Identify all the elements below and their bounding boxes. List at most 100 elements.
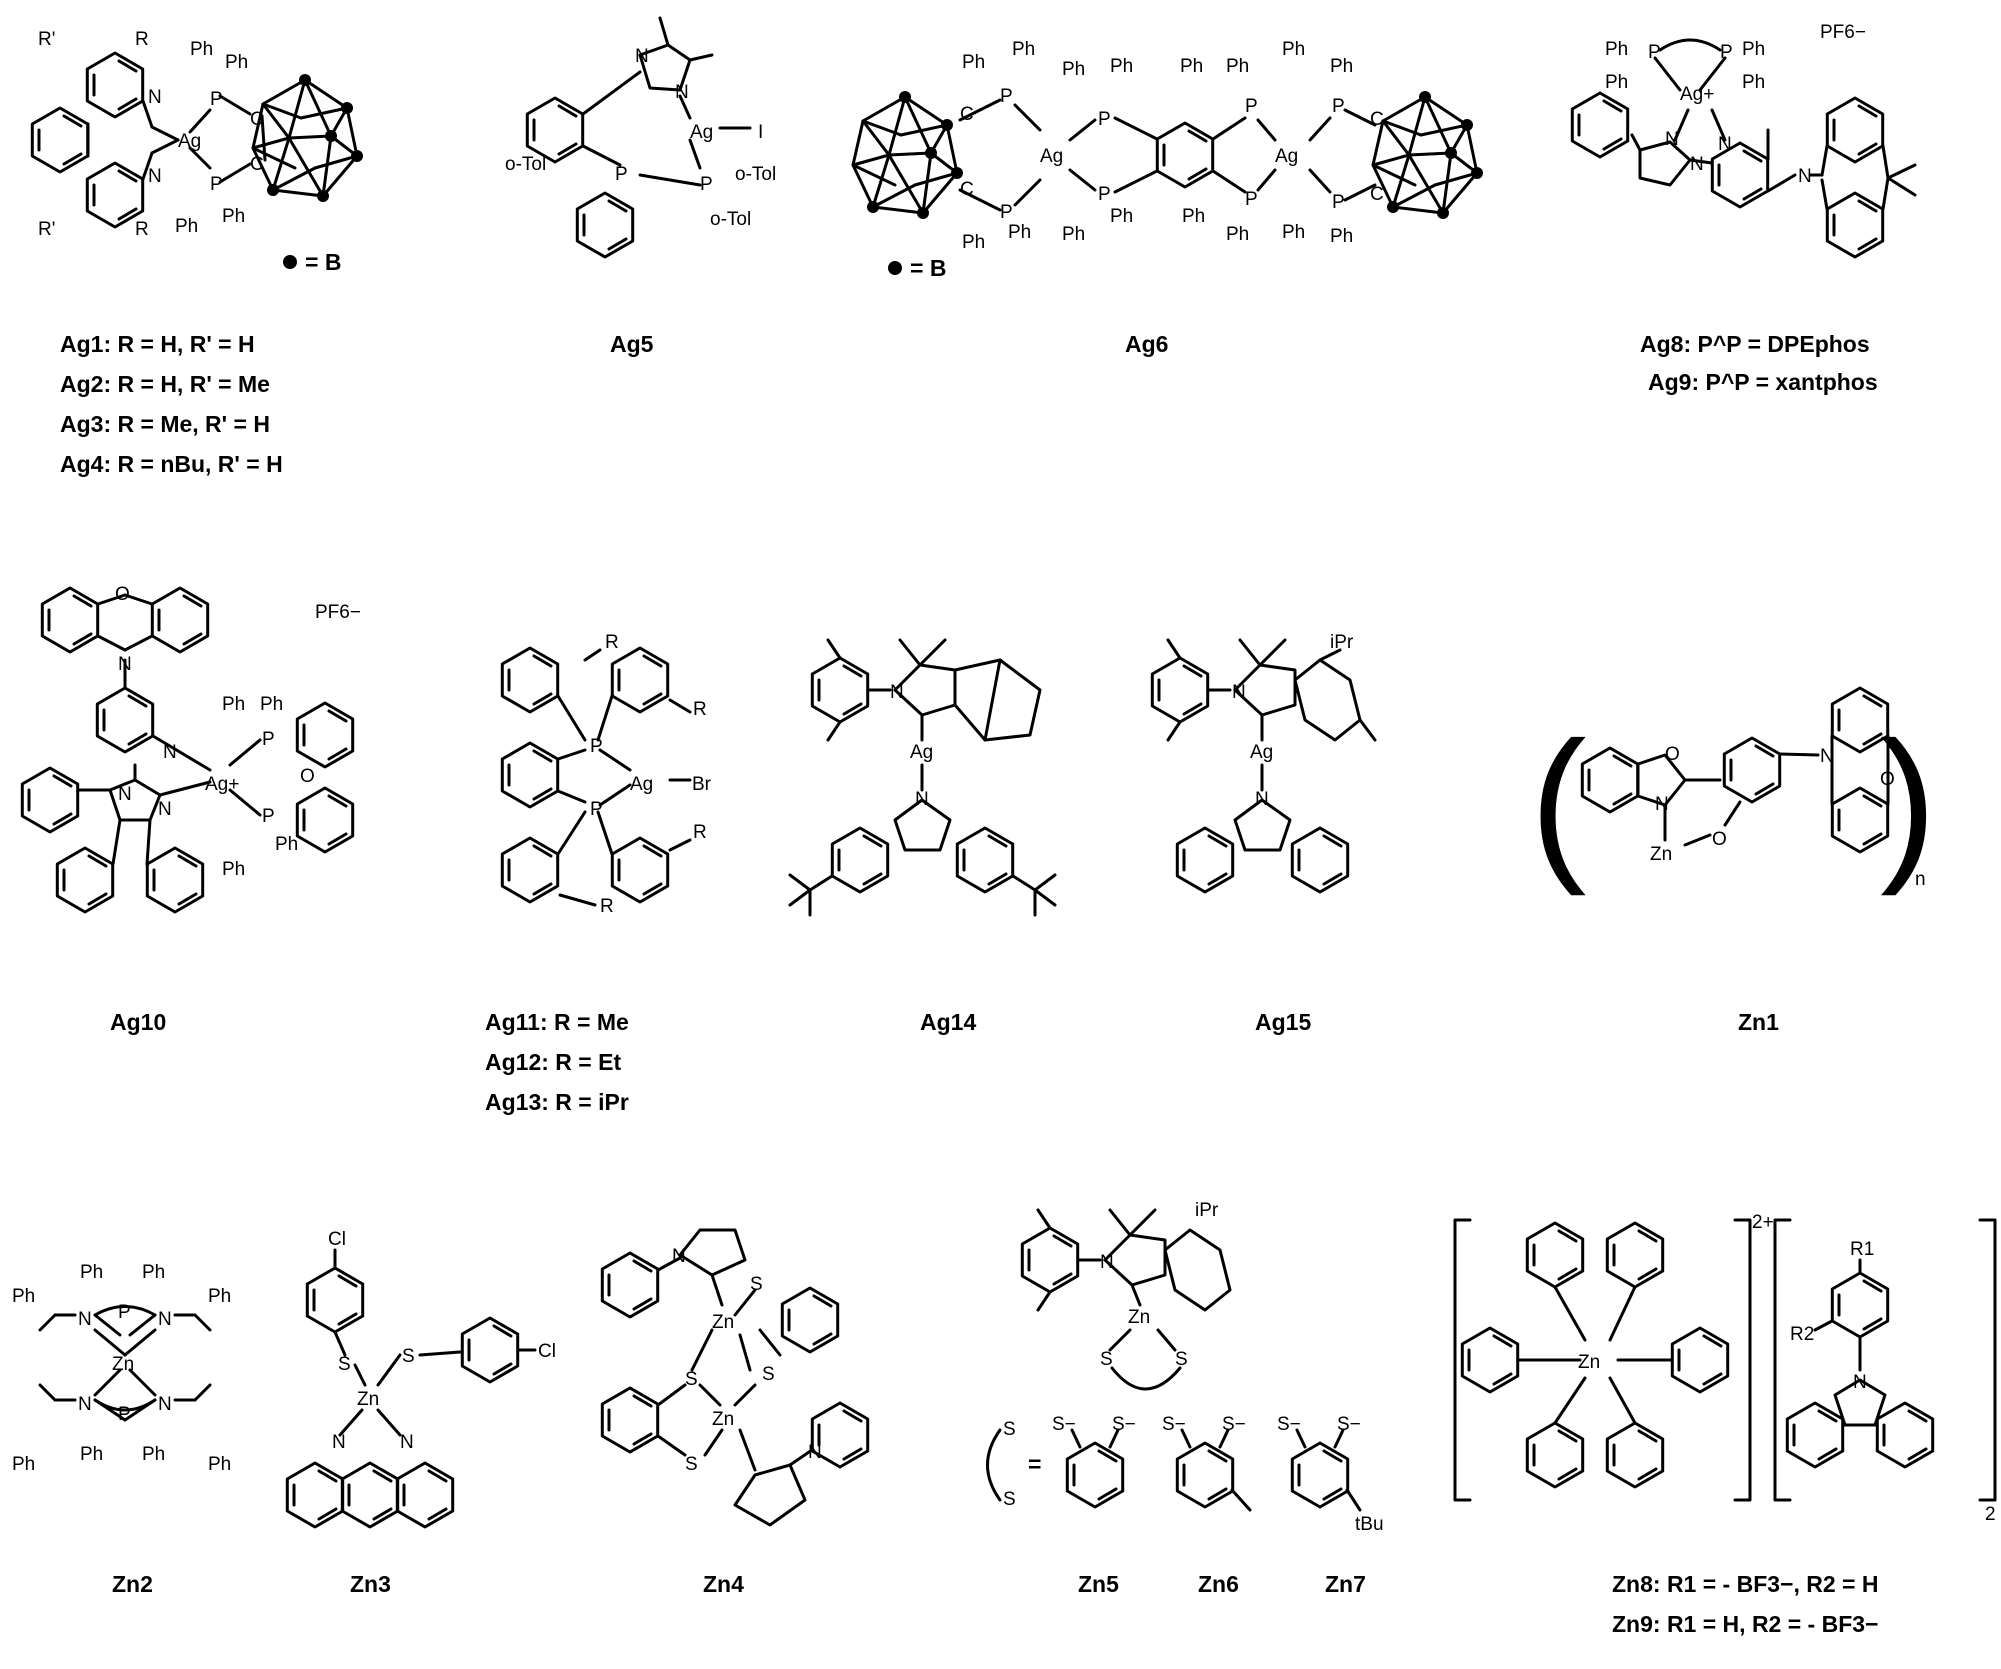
charge-2plus: 2+ — [1752, 1212, 1774, 1233]
atom-pf6: PF6− — [315, 602, 361, 623]
atom-s: S — [402, 1346, 415, 1367]
atom-ph: Ph — [80, 1262, 103, 1283]
atom-s-minus: S− — [1162, 1414, 1186, 1435]
atom-c: C — [960, 179, 974, 200]
atom-ph: Ph — [1110, 206, 1133, 227]
atom-ph: Ph — [208, 1454, 231, 1475]
structure-ag6: C C P P Ag P P P P Ag P P C C Ph Ph Ph P… — [851, 39, 1485, 281]
atom-ph: Ph — [80, 1444, 103, 1465]
atom-ph: Ph — [225, 52, 248, 73]
structure-ag11-13: P P Ag Br R R R R — [500, 632, 712, 917]
boron-legend: = B — [305, 249, 341, 275]
atom-s: S — [1003, 1489, 1016, 1510]
label-ag1: Ag1: R = H, R' = H — [60, 331, 255, 357]
atom-ag: Ag — [1275, 146, 1298, 167]
structure-ag14: N Ag N — [788, 638, 1057, 917]
atom-p: P — [1245, 189, 1258, 210]
label-ag8: Ag8: P^P = DPEphos — [1640, 331, 1870, 357]
atom-n: N — [148, 87, 162, 108]
atom-zn: Zn — [1128, 1307, 1150, 1328]
atom-n: N — [1690, 154, 1704, 175]
atom-s-minus: S− — [1112, 1414, 1136, 1435]
label-zn2: Zn2 — [112, 1571, 153, 1597]
equals-sign: = — [1028, 1451, 1041, 1477]
atom-ph: Ph — [1605, 72, 1628, 93]
atom-ag: Ag — [1250, 742, 1273, 763]
atom-p: P — [700, 174, 713, 195]
atom-ph: Ph — [142, 1444, 165, 1465]
atom-ph: Ph — [1742, 72, 1765, 93]
atom-s-minus: S− — [1052, 1414, 1076, 1435]
atom-s: S — [762, 1364, 775, 1385]
atom-o: O — [1712, 829, 1727, 850]
bracket-left: ( — [1530, 707, 1587, 897]
atom-n: N — [163, 742, 177, 763]
atom-zn: Zn — [357, 1389, 379, 1410]
structure-ag15: N Ag N iPr — [1150, 632, 1377, 894]
label-ag15: Ag15 — [1255, 1009, 1311, 1035]
atom-ph: Ph — [222, 859, 245, 880]
atom-p: P — [1648, 42, 1661, 63]
atom-ph: Ph — [275, 834, 298, 855]
structure-ag1-4: N N Ag P P Ph Ph Ph Ph C C R R R' R' = B — [30, 29, 365, 275]
atom-s: S — [685, 1369, 698, 1390]
atom-ipr: iPr — [1330, 632, 1354, 653]
atom-zn: Zn — [1650, 844, 1672, 865]
atom-n: N — [1232, 682, 1246, 703]
atom-ph: Ph — [175, 216, 198, 237]
label-zn4: Zn4 — [703, 1571, 744, 1597]
atom-ph: Ph — [142, 1262, 165, 1283]
atom-tbu: tBu — [1355, 1514, 1384, 1535]
atom-o-tol: o-Tol — [710, 209, 751, 230]
atom-n: N — [1655, 794, 1669, 815]
atom-n: N — [1820, 746, 1834, 767]
atom-ph: Ph — [1282, 222, 1305, 243]
atom-ph: Ph — [1282, 39, 1305, 60]
atom-n: N — [148, 166, 162, 187]
label-zn9: Zn9: R1 = H, R2 = - BF3− — [1612, 1611, 1879, 1637]
atom-p: P — [118, 1302, 131, 1323]
atom-o-tol: o-Tol — [735, 164, 776, 185]
atom-ph: Ph — [1182, 206, 1205, 227]
label-ag12: Ag12: R = Et — [485, 1049, 621, 1075]
atom-p: P — [590, 799, 603, 820]
atom-o: O — [300, 766, 315, 787]
label-ag3: Ag3: R = Me, R' = H — [60, 411, 270, 437]
atom-s-minus: S− — [1337, 1414, 1361, 1435]
atom-p: P — [1098, 184, 1111, 205]
atom-r-prime: R' — [38, 29, 55, 50]
atom-ph: Ph — [1605, 39, 1628, 60]
atom-ph: Ph — [1742, 39, 1765, 60]
atom-ag: Ag — [690, 122, 713, 143]
atom-r-prime: R' — [38, 219, 55, 240]
atom-zn: Zn — [712, 1409, 734, 1430]
atom-c: C — [960, 104, 974, 125]
atom-n: N — [675, 82, 689, 103]
atom-r: R — [693, 699, 707, 720]
atom-ph: Ph — [222, 694, 245, 715]
structure-zn4: N Zn S S S S Zn N — [600, 1228, 870, 1527]
atom-zn: Zn — [1578, 1352, 1600, 1373]
atom-ph: Ph — [260, 694, 283, 715]
atom-r: R — [605, 632, 619, 653]
atom-s: S — [1175, 1349, 1188, 1370]
atom-n: N — [1853, 1372, 1867, 1393]
atom-r2: R2 — [1790, 1324, 1814, 1345]
atom-ph: Ph — [962, 232, 985, 253]
atom-ph: Ph — [1110, 56, 1133, 77]
atom-o: O — [1880, 769, 1895, 790]
atom-n: N — [808, 1442, 822, 1463]
label-ag10: Ag10 — [110, 1009, 166, 1035]
atom-p: P — [210, 89, 223, 110]
structure-ag8-9: P P Ph Ph Ph Ph Ag+ N N N N PF6− — [1570, 22, 1917, 259]
atom-n-subscript: n — [1915, 869, 1926, 890]
atom-n: N — [1798, 166, 1812, 187]
atom-n: N — [158, 1394, 172, 1415]
atom-ph: Ph — [1330, 56, 1353, 77]
atom-pf6: PF6− — [1820, 22, 1866, 43]
label-ag13: Ag13: R = iPr — [485, 1089, 629, 1115]
atom-s-minus: S− — [1277, 1414, 1301, 1435]
label-ag14: Ag14 — [920, 1009, 976, 1035]
atom-n: N — [118, 654, 132, 675]
atom-br: Br — [692, 774, 712, 795]
